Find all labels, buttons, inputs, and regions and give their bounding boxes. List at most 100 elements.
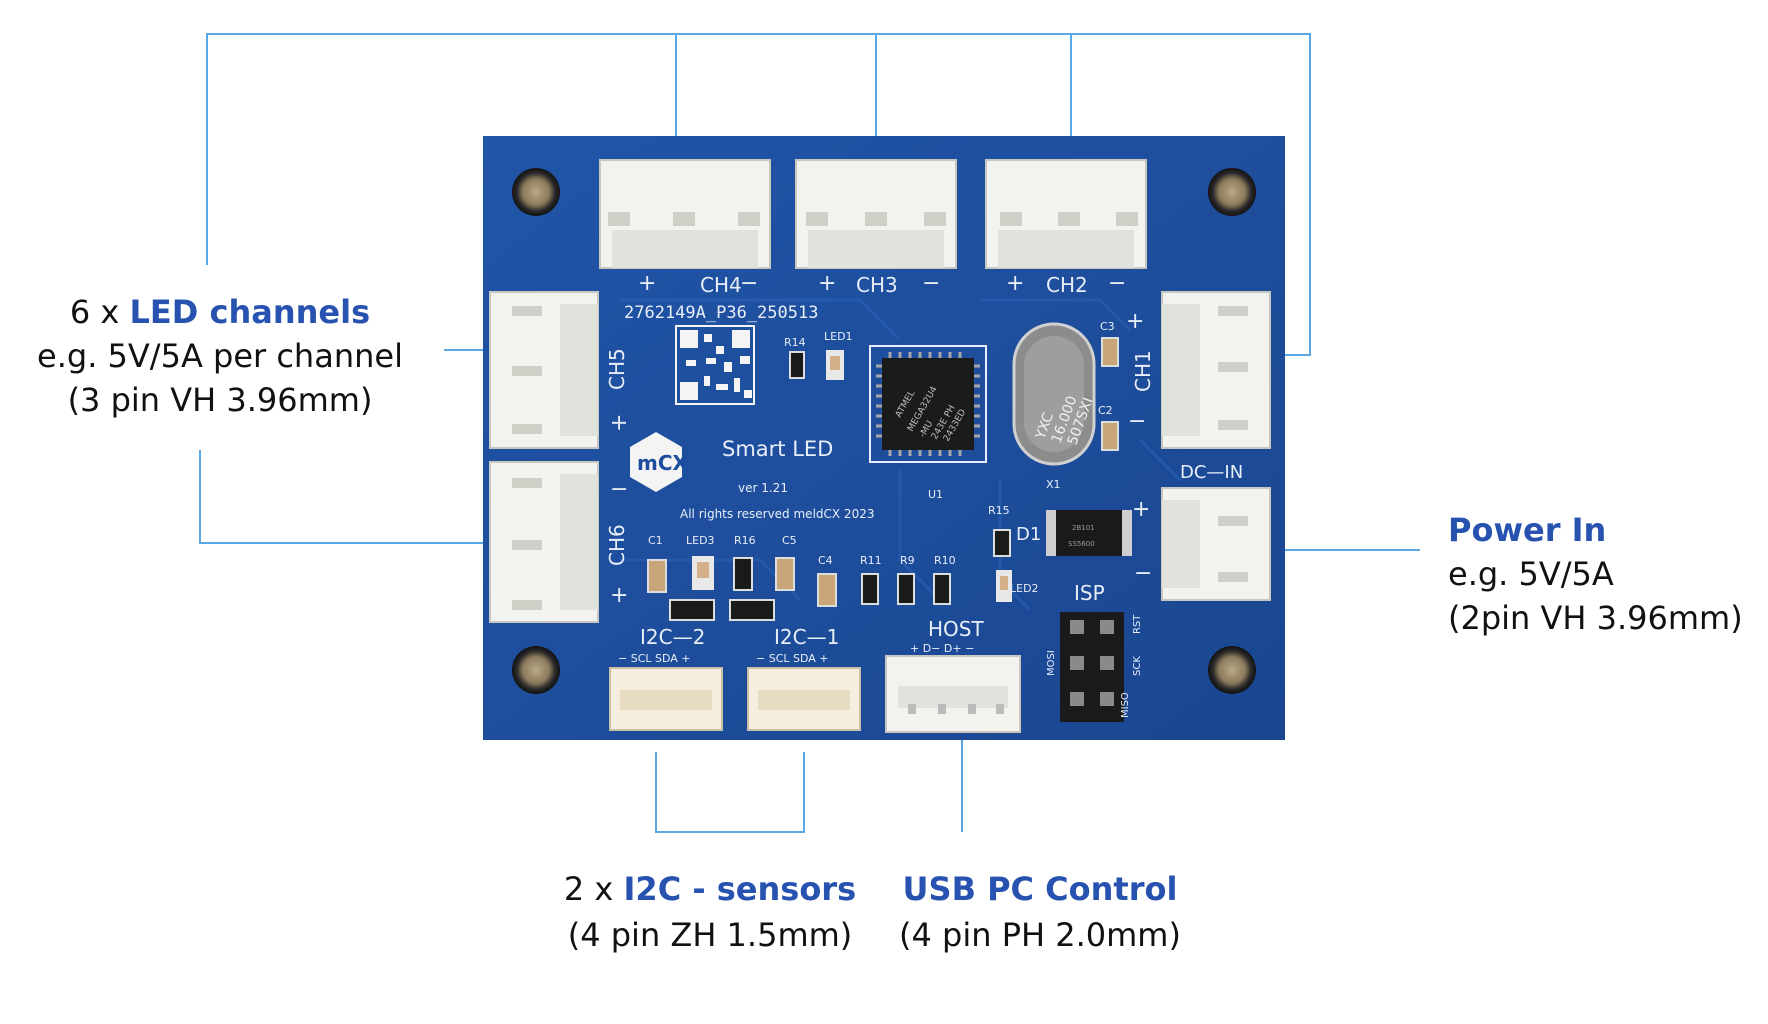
- comp-led3: LED3: [686, 534, 715, 547]
- callout-power-title: Power In: [1448, 511, 1607, 549]
- callout-usb-line2: (4 pin PH 2.0mm): [899, 916, 1181, 954]
- diode-mark-1: 2B101: [1072, 524, 1095, 532]
- label-ch1-minus: −: [1128, 409, 1146, 434]
- callout-power-line2: e.g. 5V/5A: [1448, 555, 1614, 593]
- label-ch3: CH3: [856, 273, 898, 297]
- connector-i2c2-body: [609, 667, 723, 731]
- callout-power-in: Power In e.g. 5V/5A (2pin VH 3.96mm): [1448, 508, 1743, 640]
- comp-c4: C4: [818, 554, 833, 567]
- callout-led-line3: (3 pin VH 3.96mm): [67, 381, 373, 419]
- part-r9: [897, 573, 915, 605]
- mounting-hole-tr: [1208, 168, 1256, 216]
- diode-mark-2: SS5600: [1068, 540, 1095, 548]
- comp-r9: R9: [900, 554, 915, 567]
- led-channel-bracket-top: [206, 33, 1311, 356]
- smd-parts: [647, 337, 1119, 621]
- comp-d1: D1: [1016, 524, 1041, 545]
- comp-c3: C3: [1100, 320, 1115, 333]
- label-i2c1: I2C—1: [774, 625, 839, 649]
- part-r14: [789, 351, 805, 379]
- callout-led-line1: 6 x LED channels: [0, 290, 440, 334]
- callout-i2c: 2 x I2C - sensors (4 pin ZH 1.5mm): [550, 866, 870, 958]
- mounting-hole-bl: [512, 646, 560, 694]
- board-code: 2762149A_P36_250513: [624, 303, 818, 323]
- part-c4: [817, 573, 837, 607]
- callout-led-title: LED channels: [129, 293, 371, 331]
- label-i2c2: I2C—2: [640, 625, 705, 649]
- comp-c2: C2: [1098, 404, 1113, 417]
- label-ch5-plus: +: [607, 414, 632, 432]
- part-r10: [933, 573, 951, 605]
- label-ch1: CH1: [1131, 350, 1155, 392]
- mcu-chip: [869, 345, 987, 463]
- comp-r16: R16: [734, 534, 756, 547]
- part-c3: [1101, 337, 1119, 367]
- comp-r11: R11: [860, 554, 882, 567]
- label-isp: ISP: [1074, 581, 1105, 605]
- part-r01a: [669, 599, 715, 621]
- callout-led-line2: e.g. 5V/5A per channel: [37, 337, 403, 375]
- label-ch4: CH4: [700, 273, 742, 297]
- comp-r15: R15: [988, 504, 1010, 517]
- label-dcin-plus: +: [1132, 497, 1150, 522]
- label-ch2-plus: +: [1006, 271, 1024, 296]
- comp-r14: R14: [784, 336, 806, 349]
- callout-i2c-line1: 2 x I2C - sensors: [550, 866, 870, 912]
- label-ch5: CH5: [605, 348, 629, 390]
- label-ch6-plus: +: [610, 583, 628, 608]
- connector-ch3-body: [795, 159, 957, 269]
- isp-header: [1060, 612, 1124, 722]
- label-i2c1-pins: − SCL SDA +: [756, 652, 829, 665]
- part-r16: [733, 557, 753, 591]
- part-led1: [826, 350, 844, 380]
- callout-usb-title: USB PC Control: [902, 870, 1178, 908]
- crystal-x1: [1012, 322, 1096, 466]
- callout-i2c-prefix: 2 x: [563, 870, 624, 908]
- label-ch6-minus: −: [610, 477, 628, 502]
- mcx-logo: [630, 432, 682, 492]
- part-c1: [647, 559, 667, 593]
- callout-i2c-title: I2C - sensors: [623, 870, 857, 908]
- label-host: HOST: [928, 617, 984, 641]
- part-c5: [775, 557, 795, 591]
- label-ch2: CH2: [1046, 273, 1088, 297]
- connector-ch1-body: [1161, 291, 1271, 449]
- label-ch6: CH6: [605, 524, 629, 566]
- connector-host-body: [885, 655, 1021, 733]
- part-c2: [1101, 421, 1119, 451]
- comp-r10: R10: [934, 554, 956, 567]
- callout-i2c-line2: (4 pin ZH 1.5mm): [567, 916, 853, 954]
- label-dcin: DC—IN: [1180, 462, 1243, 483]
- mounting-hole-tl: [512, 168, 560, 216]
- product-version: ver 1.21: [738, 481, 788, 495]
- callout-led-prefix: 6 x: [69, 293, 130, 331]
- label-dcin-minus: −: [1134, 561, 1152, 586]
- connector-ch5-body: [489, 291, 599, 449]
- callout-usb: USB PC Control (4 pin PH 2.0mm): [880, 866, 1200, 958]
- connector-ch4-body: [599, 159, 771, 269]
- callout-power-line3: (2pin VH 3.96mm): [1448, 599, 1743, 637]
- pcb-board: CH4 + − CH3 + − CH2 + − CH5 + CH6 − + CH…: [483, 136, 1285, 740]
- label-isp-rst: RST: [1132, 614, 1143, 634]
- connector-ch6-body: [489, 461, 599, 623]
- label-ch4-plus: +: [638, 271, 656, 296]
- label-ch3-plus: +: [818, 271, 836, 296]
- label-ch1-plus: +: [1126, 309, 1144, 334]
- label-ch3-minus: −: [922, 271, 940, 296]
- qr-code: [675, 325, 755, 405]
- comp-c1: C1: [648, 534, 663, 547]
- label-host-pins: + D− D+ −: [910, 642, 974, 655]
- leader-ch6: [199, 450, 500, 544]
- label-isp-miso: MISO: [1120, 692, 1131, 718]
- label-isp-mosi: MOSI: [1046, 650, 1057, 676]
- label-i2c2-pins: − SCL SDA +: [618, 652, 691, 665]
- part-r01b: [729, 599, 775, 621]
- comp-c5: C5: [782, 534, 797, 547]
- leader-i2c: [655, 752, 805, 833]
- mounting-hole-br: [1208, 646, 1256, 694]
- part-led2: [996, 570, 1012, 602]
- label-isp-sck: SCK: [1132, 656, 1143, 676]
- connector-ch2-body: [985, 159, 1147, 269]
- copyright: All rights reserved meldCX 2023: [680, 507, 874, 521]
